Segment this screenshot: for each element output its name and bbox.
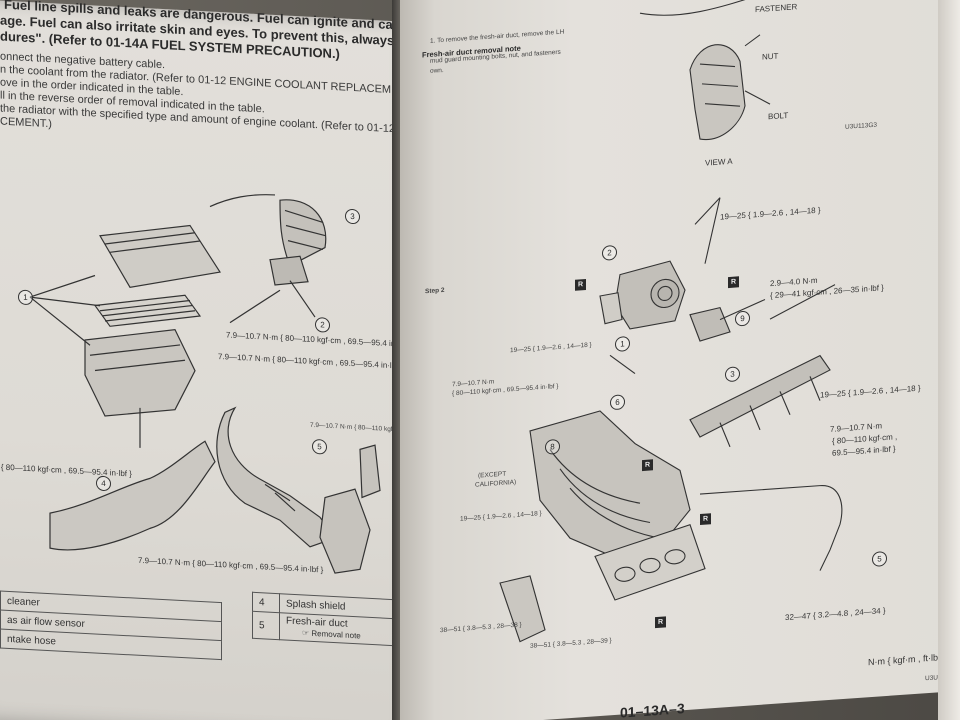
replace-marker: R	[642, 459, 653, 472]
right-page: Fresh-air duct removal note 1. To remove…	[400, 0, 960, 720]
removal-note-link: ☞ Removal note	[302, 628, 361, 641]
page-number: 01–13A–3	[620, 700, 685, 720]
callout-marker: 2	[315, 317, 330, 333]
callout-marker: 4	[96, 475, 111, 492]
callout-marker: 1	[18, 289, 33, 306]
left-page: Fuel line spills and leaks are dangerous…	[0, 0, 504, 720]
callout-marker: 3	[345, 208, 360, 225]
air-intake-exploded-diagram	[29, 194, 381, 574]
intake-manifold-exploded-diagram	[499, 0, 843, 643]
replace-marker: R	[728, 276, 739, 289]
parts-table-cell: 4	[252, 592, 280, 613]
parts-table-cell: 5	[252, 611, 280, 640]
step-label: Step 2	[425, 286, 445, 296]
replace-marker: R	[655, 616, 666, 629]
view-a-label: VIEW A	[705, 156, 733, 168]
replace-marker: R	[575, 278, 586, 291]
parts-table-left: cleaner as air flow sensor ntake hose	[0, 591, 222, 661]
callout-marker: 5	[312, 438, 327, 455]
bolt-label: BOLT	[768, 110, 789, 122]
replace-marker: R	[700, 513, 711, 526]
book-page-edge	[938, 0, 960, 720]
nut-label: NUT	[762, 51, 779, 62]
